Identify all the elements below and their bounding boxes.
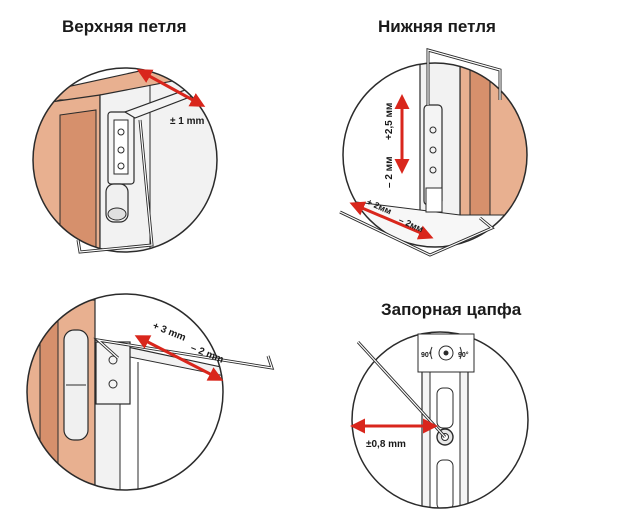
bottom-hinge-horizontal-arrow <box>349 201 434 240</box>
pin-rotate-left-label: 90° <box>421 351 432 359</box>
side-adjustment-panel: + 3 mm – 2 mm <box>26 293 275 491</box>
bottom-hinge-panel: +2,5 мм – 2 мм + 2мм – 2мм <box>339 48 528 257</box>
side-adjust-arrow <box>134 335 224 381</box>
pin-adjust-label: ±0,8 mm <box>366 439 406 450</box>
bottom-hinge-vertical-minus-label: – 2 мм <box>384 157 395 188</box>
bottom-hinge-vertical-plus-label: +2,5 мм <box>384 103 395 140</box>
locking-pin-title: Запорная цапфа <box>381 300 522 319</box>
locking-pin-panel: 90° 90° ±0,8 mm <box>350 331 529 509</box>
top-hinge-adjust-label: ± 1 mm <box>170 116 204 127</box>
top-hinge-adjust-arrow <box>136 69 206 107</box>
bottom-hinge-title: Нижняя петля <box>378 17 496 36</box>
pin-rotate-right-label: 90° <box>458 351 469 359</box>
top-hinge-title: Верхняя петля <box>62 17 187 36</box>
top-hinge-panel: ± 1 mm <box>32 67 218 254</box>
